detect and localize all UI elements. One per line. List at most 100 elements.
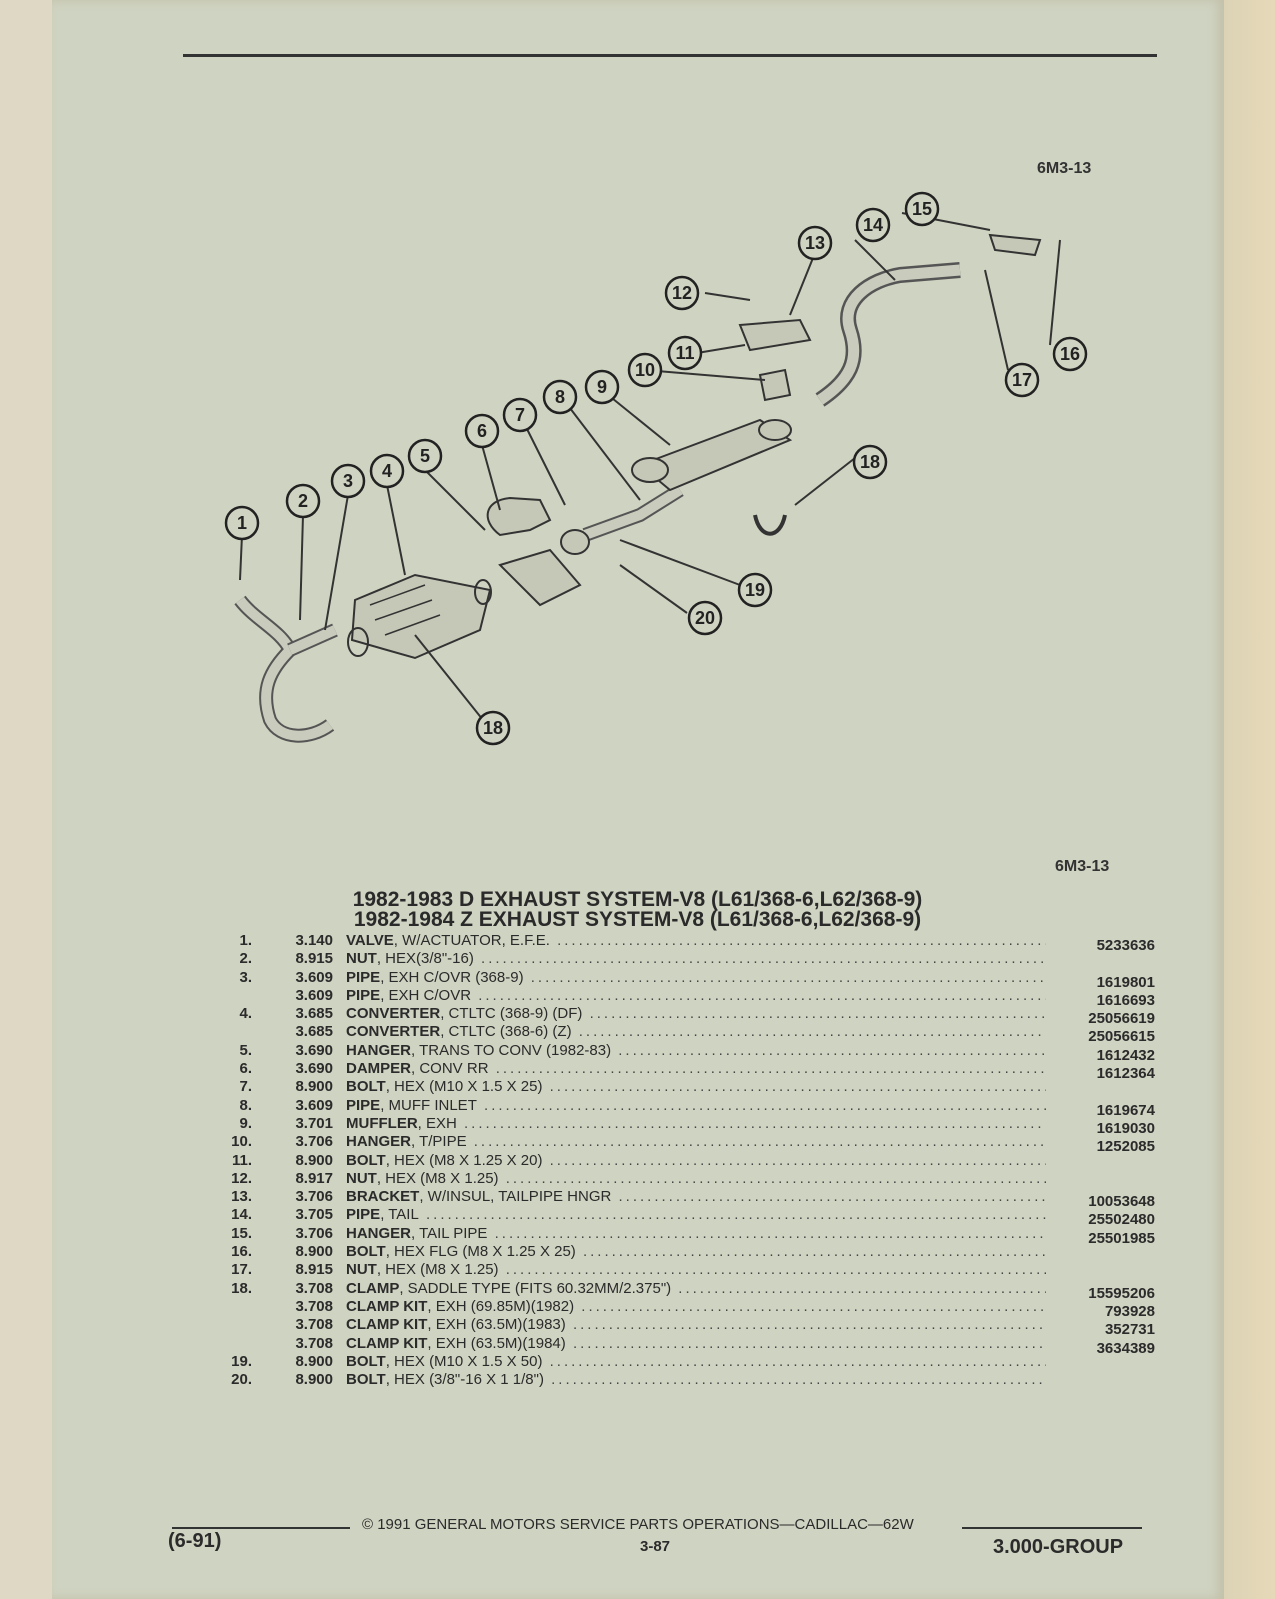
leader-dots: ........................................… bbox=[618, 1041, 1046, 1059]
group-number: 3.705 bbox=[295, 1206, 333, 1224]
leader-dots: ........................................… bbox=[505, 1169, 1046, 1187]
group-number: 3.706 bbox=[295, 1224, 333, 1242]
part-spec: , EXH C/OVR bbox=[380, 986, 472, 1004]
part-description: BOLT, HEX FLG (M8 X 1.25 X 25) .........… bbox=[346, 1243, 1046, 1260]
item-number: 20. bbox=[231, 1371, 252, 1389]
part-number: 15595206 bbox=[1088, 1284, 1155, 1302]
group-number: 8.915 bbox=[295, 950, 333, 968]
part-description: HANGER, T/PIPE .........................… bbox=[346, 1133, 1046, 1150]
item-number: 19. bbox=[231, 1352, 252, 1370]
callout-label: 20 bbox=[695, 608, 715, 628]
part-name: PIPE bbox=[346, 968, 381, 986]
callout-15: 15 bbox=[904, 191, 940, 227]
part-name: BOLT bbox=[346, 1371, 386, 1389]
parts-row: 19. 8.900 BOLT, HEX (M10 X 1.5 X 50) .....… bbox=[210, 1353, 1150, 1371]
part-name: BOLT bbox=[346, 1352, 386, 1370]
catalog-page bbox=[52, 0, 1224, 1599]
callout-12: 12 bbox=[664, 275, 700, 311]
part-spec: , EXH C/OVR (368-9) bbox=[380, 968, 524, 986]
part-description: PIPE, TAIL .............................… bbox=[346, 1206, 1046, 1223]
part-description: BOLT, HEX (M8 X 1.25 X 20) .............… bbox=[346, 1152, 1046, 1169]
group-number: 3.706 bbox=[295, 1188, 333, 1206]
callout-label: 5 bbox=[420, 446, 430, 466]
callout-label: 13 bbox=[805, 233, 825, 253]
part-description: CLAMP, SADDLE TYPE (FITS 60.32MM/2.375")… bbox=[346, 1280, 1046, 1297]
part-name: MUFFLER bbox=[346, 1114, 418, 1132]
part-spec: , TAIL PIPE bbox=[411, 1224, 488, 1242]
part-description: BOLT, HEX (M10 X 1.5 X 50) .............… bbox=[346, 1353, 1046, 1370]
part-number: 3634389 bbox=[1096, 1339, 1155, 1357]
part-number: 10053648 bbox=[1088, 1193, 1155, 1211]
part-number: 1616693 bbox=[1096, 991, 1155, 1009]
part-name: HANGER bbox=[346, 1224, 412, 1242]
callout-8: 8 bbox=[542, 379, 578, 415]
group-number: 3.706 bbox=[295, 1133, 333, 1151]
parts-row: 3.708 CLAMP KIT, EXH (63.5M)(1984) ......… bbox=[210, 1334, 1155, 1357]
leader-dots: ........................................… bbox=[549, 1151, 1046, 1169]
muffler bbox=[631, 418, 793, 492]
callout-label: 3 bbox=[343, 471, 353, 491]
part-spec: , W/ACTUATOR, E.F.E. bbox=[393, 932, 550, 949]
part-name: BOLT bbox=[346, 1243, 386, 1261]
callout-18-converter: 18 bbox=[475, 710, 511, 746]
callout-14: 14 bbox=[855, 207, 891, 243]
callout-label: 15 bbox=[912, 199, 932, 219]
group-number: 3.140 bbox=[295, 932, 333, 949]
item-number: 15. bbox=[231, 1224, 252, 1242]
group-number: 3.690 bbox=[295, 1041, 333, 1059]
part-spec: , HEX (M8 X 1.25 X 20) bbox=[385, 1151, 543, 1169]
item-number: 17. bbox=[231, 1261, 252, 1279]
part-description: VALVE, W/ACTUATOR, E.F.E. ..............… bbox=[346, 932, 1046, 949]
part-number: 1612364 bbox=[1096, 1065, 1155, 1083]
part-spec: , T/PIPE bbox=[411, 1133, 467, 1151]
footer-page-number: 3-87 bbox=[640, 1538, 671, 1555]
item-number: 18. bbox=[231, 1279, 252, 1297]
top-rule bbox=[183, 54, 1157, 57]
part-description: CLAMP KIT, EXH (63.5M)(1984) ...........… bbox=[346, 1335, 1046, 1352]
part-spec: , CONV RR bbox=[411, 1060, 489, 1078]
group-number: 8.900 bbox=[295, 1078, 333, 1096]
part-description: HANGER, TRANS TO CONV (1982-83) ........… bbox=[346, 1042, 1046, 1059]
item-number: 2. bbox=[239, 950, 252, 968]
group-number: 3.708 bbox=[295, 1334, 333, 1352]
leader-dots: ........................................… bbox=[530, 968, 1046, 986]
part-name: CONVERTER bbox=[346, 1023, 441, 1041]
catalytic-converter bbox=[347, 573, 492, 660]
part-description: HANGER, TAIL PIPE ......................… bbox=[346, 1225, 1046, 1242]
callout-label: 11 bbox=[675, 343, 694, 363]
part-name: NUT bbox=[346, 950, 377, 968]
leader-dots: ........................................… bbox=[494, 1224, 1046, 1242]
part-name: DAMPER bbox=[346, 1060, 412, 1078]
part-number: 25502480 bbox=[1088, 1211, 1155, 1229]
callout-label: 19 bbox=[745, 580, 765, 600]
tailpipe-hanger bbox=[758, 368, 792, 402]
callout-label: 18 bbox=[860, 452, 880, 472]
group-number: 8.900 bbox=[295, 1352, 333, 1370]
item-number: 16. bbox=[231, 1243, 252, 1261]
callout-label: 12 bbox=[672, 283, 692, 303]
footer-date: (6-91) bbox=[168, 1530, 222, 1552]
part-spec: , CTLTC (368-6) (Z) bbox=[440, 1023, 572, 1041]
part-spec: , SADDLE TYPE (FITS 60.32MM/2.375") bbox=[399, 1279, 672, 1297]
item-number: 11. bbox=[231, 1151, 252, 1169]
leader-dots: ........................................… bbox=[572, 1316, 1046, 1334]
part-description: NUT, HEX (M8 X 1.25) ...................… bbox=[346, 1170, 1046, 1187]
part-spec: , EXH bbox=[417, 1114, 457, 1132]
part-number: 25056615 bbox=[1088, 1028, 1155, 1046]
converter-hanger bbox=[486, 496, 552, 537]
part-description: CLAMP KIT, EXH (63.5M)(1983) ...........… bbox=[346, 1316, 1046, 1333]
part-spec: , HEX (M8 X 1.25) bbox=[376, 1169, 499, 1187]
callout-1: 1 bbox=[224, 505, 260, 541]
leader-dots: ........................................… bbox=[582, 1243, 1046, 1261]
leader-dots: ........................................… bbox=[678, 1279, 1046, 1297]
callout-label: 8 bbox=[555, 387, 565, 407]
callout-6: 6 bbox=[464, 413, 500, 449]
